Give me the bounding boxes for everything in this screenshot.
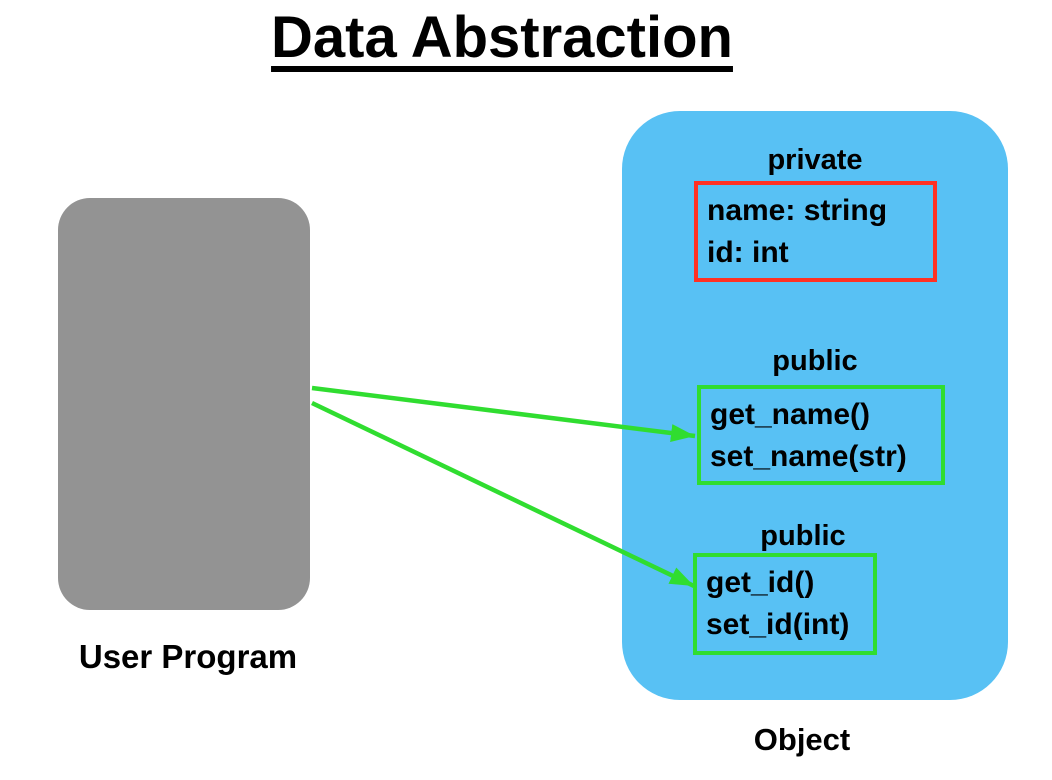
private-member-id: id: int — [707, 236, 789, 269]
object-shape: private name: string id: int public get_… — [622, 111, 1008, 700]
method-get-id: get_id() — [706, 566, 815, 599]
public-name-methods-box: get_name() set_name(str) — [697, 385, 945, 485]
public-id-methods-box: get_id() set_id(int) — [693, 553, 877, 655]
method-get-name: get_name() — [710, 398, 871, 431]
page-title: Data Abstraction — [271, 5, 733, 70]
object-label: Object — [753, 722, 851, 757]
public-access-label-2: public — [760, 520, 846, 552]
private-members-box: name: string id: int — [694, 181, 937, 282]
private-access-label: private — [767, 144, 863, 176]
public-access-label-1: public — [772, 345, 858, 377]
method-set-name: set_name(str) — [710, 440, 907, 473]
user-program-shape — [58, 198, 310, 610]
method-set-id: set_id(int) — [706, 608, 850, 641]
private-member-name: name: string — [707, 194, 888, 227]
user-program-label: User Program — [78, 638, 298, 675]
